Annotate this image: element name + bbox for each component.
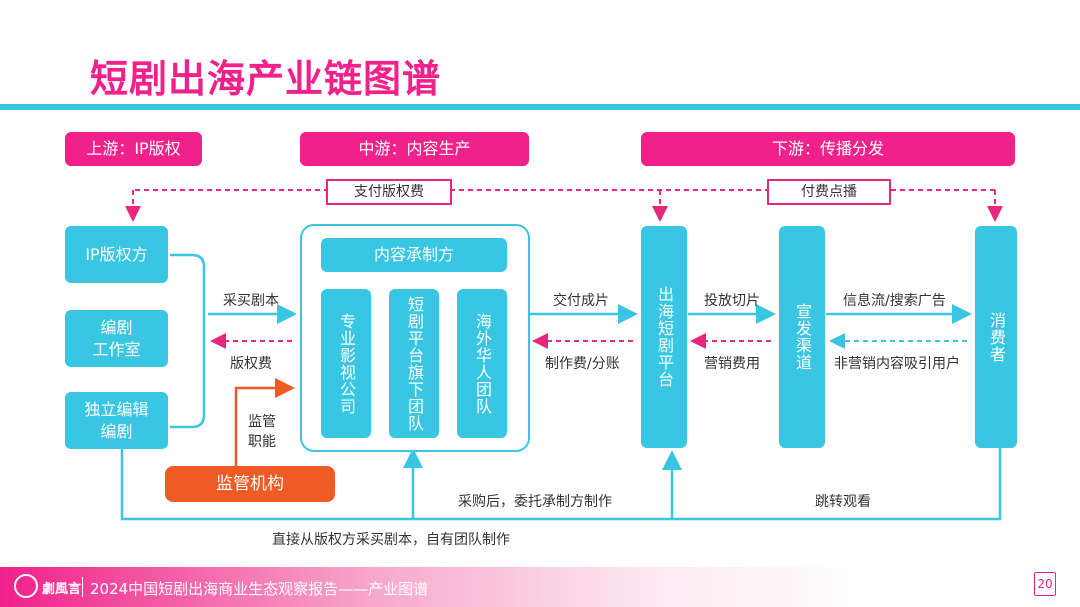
edge-buy-script: 采买剧本	[223, 293, 279, 309]
edge-commission: 采购后，委托承制方制作	[458, 494, 612, 510]
edge-redirect: 跳转观看	[815, 494, 871, 510]
footer-report-title: 2024中国短剧出海商业生态观察报告——产业图谱	[90, 580, 429, 598]
footer-band	[0, 567, 1080, 607]
regulator-function-label: 监管 职能	[248, 414, 276, 450]
node-film-company: 专业影视公司	[321, 289, 371, 438]
node-regulator: 监管机构	[165, 466, 335, 502]
edge-marketing-fee: 营销费用	[704, 356, 760, 372]
page-number: 20	[1034, 572, 1056, 596]
film-company-label: 专业影视公司	[337, 312, 356, 415]
overseas-team-label: 海外华人团队	[473, 312, 492, 415]
consumer-label: 消费者	[987, 311, 1006, 363]
node-overseas-team: 海外华人团队	[457, 289, 507, 438]
logo-icon	[14, 574, 38, 598]
upstream-bracket	[170, 253, 206, 429]
node-promo-channel: 宣发渠道	[779, 226, 825, 448]
edge-ad-clips: 投放切片	[704, 293, 760, 309]
tier-downstream: 下游：传播分发	[641, 132, 1015, 166]
node-content-producer: 内容承制方	[321, 238, 507, 272]
edge-feed-ads: 信息流/搜索广告	[843, 293, 946, 309]
node-independent-writer: 独立编辑 编剧	[65, 392, 168, 449]
paid-viewing-tag: 付费点播	[767, 179, 891, 205]
bottom-flow	[120, 448, 1002, 521]
edge-license-fee: 版权费	[230, 356, 272, 372]
node-consumer: 消费者	[975, 226, 1017, 448]
node-ip-owner: IP版权方	[65, 226, 168, 283]
promo-channel-label: 宣发渠道	[793, 303, 812, 371]
edge-non-marketing: 非营销内容吸引用户	[834, 356, 960, 372]
tier-upstream: 上游：IP版权	[65, 132, 202, 166]
node-platform-team: 短剧平台旗下团队	[389, 289, 439, 438]
node-writer-studio: 编剧 工作室	[65, 310, 168, 367]
brand-logo: 劇風言	[42, 582, 82, 597]
node-overseas-platform: 出海短剧平台	[641, 226, 687, 448]
footer-divider	[82, 577, 83, 597]
tier-midstream: 中游：内容生产	[300, 132, 529, 166]
page-title: 短剧出海产业链图谱	[90, 57, 442, 101]
edge-deliver: 交付成片	[553, 293, 609, 309]
edge-production-fee: 制作费/分账	[545, 356, 620, 372]
title-rule	[0, 104, 1080, 110]
platform-team-label: 短剧平台旗下团队	[405, 295, 424, 432]
regulator-arrow	[234, 378, 295, 466]
overseas-platform-label: 出海短剧平台	[655, 286, 674, 388]
edge-direct-buy: 直接从版权方采买剧本，自有团队制作	[272, 532, 510, 548]
license-fee-tag: 支付版权费	[326, 179, 452, 205]
